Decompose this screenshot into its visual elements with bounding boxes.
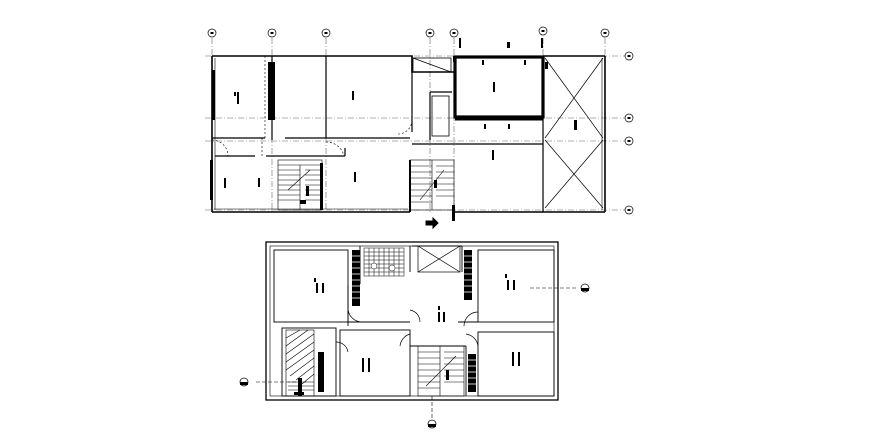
lower-exterior-walls (265, 241, 559, 401)
bathroom-tiles (363, 247, 405, 277)
entry-marker (425, 216, 439, 230)
wardrobe (464, 250, 472, 300)
void-cross (544, 57, 604, 209)
upper-floor-plan (205, 26, 634, 230)
lower-staircase-left (285, 329, 315, 397)
section-lines (256, 287, 578, 418)
lower-door-swings (335, 307, 479, 353)
wardrobe (318, 352, 324, 392)
interior-walls (212, 56, 544, 212)
room-labels (224, 60, 526, 188)
lower-room-labels (314, 274, 520, 372)
door-swings (211, 56, 413, 157)
wardrobe (468, 354, 476, 392)
lower-floor-plan (239, 241, 590, 429)
structural-columns (210, 38, 577, 200)
lower-shaft (417, 245, 461, 273)
wardrobe (352, 250, 360, 306)
lower-staircase-center (417, 345, 465, 397)
bold-room-outline (453, 55, 545, 119)
wardrobes (318, 250, 476, 392)
grid-bubbles-top (207, 26, 610, 38)
